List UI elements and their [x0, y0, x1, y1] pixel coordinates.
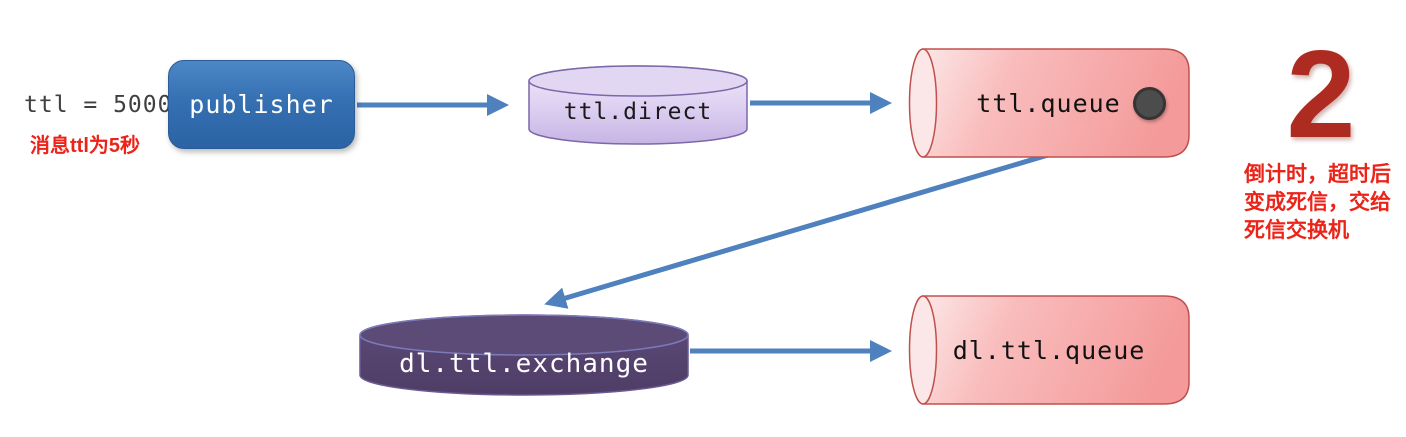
step-number: 2	[1286, 26, 1356, 164]
node-dl-ttl-exchange: dl.ttl.exchange	[359, 313, 689, 397]
ttl-note-label: 消息ttl为5秒	[30, 135, 140, 157]
queue-cylinder-shape	[908, 295, 1190, 405]
ttl-direct-label: ttl.direct	[563, 99, 713, 125]
ttl-value-label: ttl = 5000	[24, 92, 173, 118]
publisher-label: publisher	[189, 90, 334, 119]
dl-ttl-exchange-label: dl.ttl.exchange	[399, 349, 649, 379]
step-note-line: 倒计时，超时后	[1244, 163, 1391, 186]
timer-dot-icon	[1132, 86, 1166, 120]
step-note-line: 死信交换机	[1244, 219, 1349, 242]
node-ttl-direct: ttl.direct	[528, 64, 748, 146]
queue-cylinder-shape	[908, 48, 1190, 158]
dl-ttl-queue-label: dl.ttl.queue	[952, 335, 1146, 365]
dl-exchange-cylinder-shape	[359, 314, 689, 396]
ttl-queue-content: ttl.queue	[976, 86, 1166, 120]
arrow-ttl-queue-to-dl-exchange	[544, 152, 1049, 309]
step-note: 倒计时，超时后 变成死信，交给 死信交换机	[1244, 161, 1404, 245]
step-note-line: 变成死信，交给	[1244, 191, 1391, 214]
node-dl-ttl-queue: dl.ttl.queue	[908, 295, 1190, 405]
ttl-queue-label: ttl.queue	[976, 88, 1121, 118]
node-ttl-queue: ttl.queue	[908, 48, 1190, 158]
node-publisher: publisher	[168, 60, 355, 149]
exchange-cylinder-shape	[528, 65, 748, 145]
